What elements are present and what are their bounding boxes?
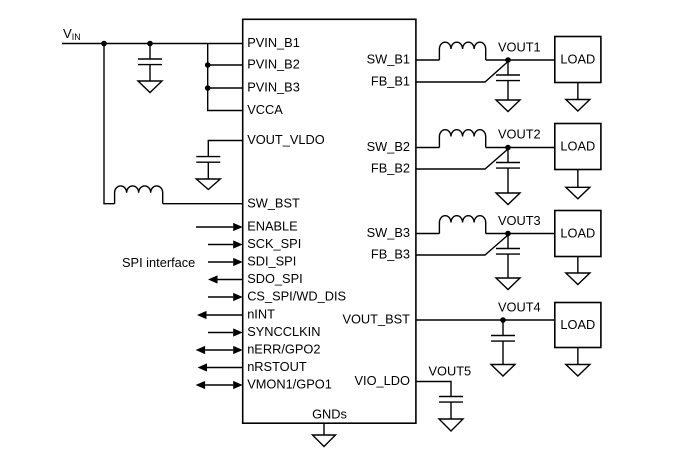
svg-text:VOUT_VLDO: VOUT_VLDO [247, 132, 325, 147]
svg-text:SYNCCLKIN: SYNCCLKIN [247, 324, 320, 339]
svg-text:LOAD: LOAD [560, 226, 595, 241]
svg-text:SW_BST: SW_BST [247, 196, 300, 211]
svg-text:VCCA: VCCA [247, 102, 283, 117]
svg-text:SPI interface: SPI interface [122, 255, 195, 270]
svg-text:LOAD: LOAD [560, 52, 595, 67]
svg-text:nERR/GPO2: nERR/GPO2 [247, 342, 320, 357]
svg-text:VOUT4: VOUT4 [498, 299, 541, 314]
svg-text:VOUT2: VOUT2 [498, 127, 541, 142]
svg-text:VIO_LDO: VIO_LDO [355, 373, 411, 388]
svg-text:nRSTOUT: nRSTOUT [247, 359, 307, 374]
svg-text:PVIN_B3: PVIN_B3 [247, 80, 300, 95]
svg-text:FB_B3: FB_B3 [371, 247, 410, 262]
svg-text:nINT: nINT [247, 307, 275, 322]
svg-text:PVIN_B1: PVIN_B1 [247, 35, 300, 50]
svg-text:VOUT1: VOUT1 [498, 40, 541, 55]
svg-text:LOAD: LOAD [560, 317, 595, 332]
svg-text:CS_SPI/WD_DIS: CS_SPI/WD_DIS [247, 289, 346, 304]
svg-text:SDI_SPI: SDI_SPI [247, 254, 296, 269]
svg-text:SW_B3: SW_B3 [367, 225, 410, 240]
svg-text:VOUT_BST: VOUT_BST [342, 312, 410, 327]
svg-text:FB_B2: FB_B2 [371, 161, 410, 176]
svg-text:SW_B1: SW_B1 [367, 52, 410, 67]
svg-text:LOAD: LOAD [560, 139, 595, 154]
svg-text:FB_B1: FB_B1 [371, 74, 410, 89]
svg-text:SW_B2: SW_B2 [367, 139, 410, 154]
svg-text:SDO_SPI: SDO_SPI [247, 271, 302, 286]
svg-text:GNDs: GNDs [312, 406, 347, 421]
svg-text:VOUT5: VOUT5 [429, 364, 472, 379]
svg-text:VMON1/GPO1: VMON1/GPO1 [247, 377, 332, 392]
svg-text:VOUT3: VOUT3 [498, 213, 541, 228]
svg-text:ENABLE: ENABLE [247, 219, 298, 234]
svg-text:PVIN_B2: PVIN_B2 [247, 57, 300, 72]
svg-text:SCK_SPI: SCK_SPI [247, 236, 301, 251]
